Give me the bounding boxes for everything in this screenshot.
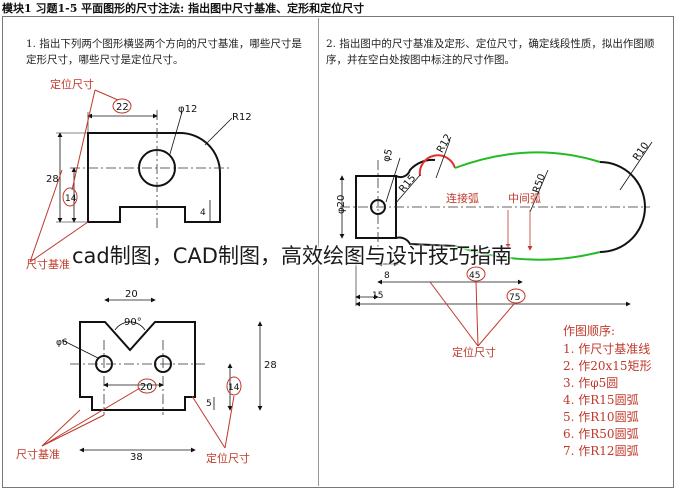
fig3-label-middle-arc: 中间弧: [508, 191, 541, 205]
column-divider: [318, 18, 319, 486]
fig2-dim-14-circle: [226, 376, 242, 396]
fig3-label-locating: 定位尺寸: [452, 345, 496, 359]
question-2-text: 2. 指出图中的尺寸基准及定形、定位尺寸，确定线段性质，拟出作图顺序，并在空白处…: [326, 38, 655, 66]
step-item: 6. 作R50圆弧: [563, 427, 639, 441]
fig1-dim-22-circle: [112, 98, 132, 114]
fig3-dim-r12: R12: [435, 132, 454, 155]
fig2-dim-5: 5: [206, 399, 212, 409]
fig2-dim-28: 28: [264, 360, 277, 371]
fig3-r50-lower-arc: [454, 245, 601, 261]
figure-2: 20 90° φ6 20 14 28 5 38 尺寸基准 定位尺寸: [16, 289, 277, 465]
fig1-dim-dia12: φ12: [178, 104, 197, 115]
steps-title: 作图顺序:: [563, 324, 616, 338]
fig3-dim-dia20: φ20: [336, 195, 347, 214]
fig3-dim-r10: R10: [631, 141, 651, 163]
fig3-r50-upper-arc: [454, 151, 601, 169]
fig3-dim-45-circle: [466, 266, 486, 282]
fig3-dim-75-circle: [506, 288, 526, 304]
step-item: 1. 作尺寸基准线: [563, 342, 651, 356]
fig2-label-datum: 尺寸基准: [16, 447, 60, 461]
page-title: 模块1 习题1-5 平面图形的尺寸注法: 指出图中尺寸基准、定形和定位尺寸: [2, 2, 365, 15]
fig1-dim-14: 14: [65, 194, 77, 204]
fig2-dim-90: 90°: [124, 317, 142, 328]
fig1-label-datum: 尺寸基准: [26, 257, 70, 271]
step-item: 2. 作20x15矩形: [563, 359, 652, 373]
fig3-dim-8: 8: [384, 271, 390, 281]
overlay-caption: cad制图，CAD制图，高效绘图与设计技巧指南: [72, 244, 512, 268]
step-item: 7. 作R12圆弧: [563, 444, 639, 458]
fig3-r12-arc: [418, 154, 456, 177]
fig3-dim-15: 15: [372, 291, 383, 301]
fig1-dim-14-circle: [62, 187, 78, 207]
question-1-text: 1. 指出下列两个图形横竖两个方向的尺寸基准，哪些尺寸是定形尺寸，哪些尺寸是定位…: [26, 38, 302, 66]
fig2-dim-38: 38: [130, 452, 143, 463]
fig2-dim-20b: 20: [140, 382, 153, 393]
fig3-dim-75: 75: [509, 293, 520, 303]
fig2-dim-20: 20: [125, 289, 138, 300]
fig2-dim-20-circle: [137, 378, 157, 394]
fig2-dim-dia6: φ6: [56, 338, 68, 348]
fig3-upper-line: [395, 158, 436, 179]
fig2-dim-14: 14: [228, 383, 240, 393]
fig3-r10-arc: [599, 161, 646, 253]
fig1-dim-r12: R12: [232, 112, 252, 123]
fig3-label-tangent-arc: 连接弧: [446, 191, 479, 205]
fig1-dim-4: 4: [200, 208, 206, 218]
step-item: 3. 作φ5圆: [563, 376, 619, 390]
fig3-dim-dia5: φ5: [381, 148, 395, 163]
fig1-dim-22: 22: [116, 102, 129, 113]
fig3-dim-45: 45: [469, 271, 480, 281]
fig2-outline: [79, 321, 196, 411]
figure-1: 定位尺寸 尺寸基准 22 φ12 R12 28 14 4: [26, 77, 252, 271]
fig2-label-locating: 定位尺寸: [206, 451, 250, 465]
step-item: 4. 作R15圆弧: [563, 393, 639, 407]
fig1-dim-28: 28: [46, 174, 59, 185]
drawing-steps-list: 1. 作尺寸基准线 2. 作20x15矩形 3. 作φ5圆 4. 作R15圆弧 …: [563, 340, 652, 459]
page-border: [2, 16, 674, 488]
fig1-label-locating: 定位尺寸: [50, 77, 94, 91]
fig1-outline: [87, 132, 221, 223]
step-item: 5. 作R10圆弧: [563, 410, 639, 424]
